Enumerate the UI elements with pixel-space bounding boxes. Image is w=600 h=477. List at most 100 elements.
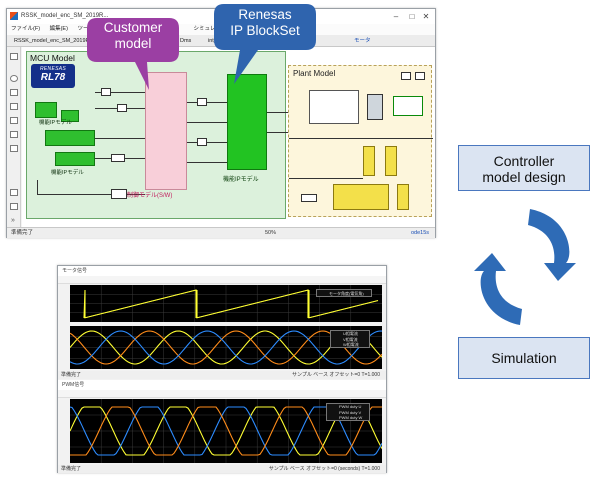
mcu-model-title: MCU Model — [30, 53, 75, 63]
gain-block[interactable] — [197, 98, 207, 106]
controller-box-line-2: model design — [482, 169, 566, 185]
gain-block[interactable] — [301, 194, 317, 202]
arrow-icon[interactable] — [10, 103, 18, 110]
signal-line — [95, 92, 145, 93]
signal-line — [37, 194, 145, 195]
image-icon[interactable] — [10, 131, 18, 138]
renesas-ip-blockset-block[interactable] — [227, 74, 267, 170]
signal-line — [95, 138, 145, 139]
maximize-icon[interactable]: □ — [409, 12, 415, 21]
area-icon[interactable] — [10, 145, 18, 152]
gain-block[interactable] — [117, 104, 127, 112]
motor-block[interactable] — [367, 94, 383, 120]
signal-line — [289, 178, 363, 179]
pwm-duty-trace — [70, 406, 382, 456]
status-bar: 準備完了 50% ode15s — [7, 227, 435, 238]
signal-line — [187, 142, 227, 143]
hide-browser-icon[interactable] — [10, 53, 18, 60]
minimize-icon[interactable]: – — [393, 12, 399, 21]
matlab-app-icon — [10, 12, 18, 20]
expand-chevron-icon[interactable]: » — [11, 217, 15, 224]
customer-model-callout: Customer model — [87, 14, 179, 90]
window-title: RSSK_model_enc_SM_2019R... — [21, 13, 109, 19]
signal-line — [187, 122, 227, 123]
pwm-duty-trace — [69, 406, 383, 456]
scope-toolbar[interactable] — [58, 276, 386, 284]
iteration-cycle-arrows — [474, 209, 576, 325]
renesas-callout-line-1: Renesas — [238, 7, 292, 22]
plot-svg — [70, 285, 382, 322]
measurement-block[interactable] — [397, 184, 409, 210]
customer-callout-line-2: model — [114, 36, 152, 51]
gain-block[interactable] — [111, 189, 127, 199]
callout-shape — [87, 18, 179, 90]
port-block[interactable] — [415, 72, 425, 80]
phase-current-plot[interactable]: U相電流 V相電流 W相電流 — [69, 326, 383, 369]
fit-view-icon[interactable] — [10, 89, 18, 96]
renesas-rl78-logo: RENESAS RL78 — [31, 64, 75, 88]
signal-line — [37, 180, 38, 194]
camera-icon[interactable] — [10, 189, 18, 196]
close-icon[interactable]: ✕ — [422, 12, 430, 21]
motor-angle-trace — [83, 289, 379, 319]
cycle-arrow-left — [474, 253, 522, 325]
mcu-model-area: MCU Model RENESAS RL78 機能IPモデル 機能IPモデル — [26, 51, 297, 219]
zoom-level: 50% — [265, 230, 277, 236]
scope-toolbar[interactable] — [58, 390, 386, 398]
simulation-box-label: Simulation — [491, 350, 557, 366]
menu-file[interactable]: ファイル(F) — [11, 26, 41, 32]
scope-title: PWM信号 — [58, 380, 386, 390]
gain-block[interactable] — [197, 138, 207, 146]
model-canvas[interactable]: MCU Model RENESAS RL78 機能IPモデル 機能IPモデル — [22, 47, 435, 227]
renesas-ip-callout: Renesas IP BlockSet — [214, 2, 316, 84]
port-block[interactable] — [401, 72, 411, 80]
customer-callout-line-1: Customer — [103, 20, 163, 35]
plant-model-area: Plant Model — [288, 65, 433, 217]
gain-block[interactable] — [101, 88, 111, 96]
left-toolbar: » — [7, 47, 21, 227]
renesas-callout-line-2: IP BlockSet — [230, 23, 300, 38]
signal-line — [187, 162, 227, 163]
control-model-label: 制御モデル(S/W) — [127, 193, 173, 199]
converter-block[interactable] — [363, 146, 375, 176]
measurement-block[interactable] — [333, 184, 389, 210]
menu-edit[interactable]: 編集(E) — [49, 26, 68, 32]
scope-status: 準備完了 サンプル ベース オフセット=0 (seconds) T=1.000 — [58, 465, 386, 473]
simulation-box: Simulation — [458, 337, 590, 379]
ip-block[interactable] — [55, 152, 95, 166]
motor-angle-plot[interactable]: モータ角度(電気角) — [70, 285, 382, 322]
ip-model-label: 機能IPモデル — [39, 120, 72, 126]
menu-tools[interactable]: ツール — [77, 26, 94, 32]
signal-line — [267, 132, 297, 133]
gain-block[interactable] — [111, 154, 125, 162]
control-model-block[interactable] — [145, 72, 187, 190]
scope-title: モータ信号 — [58, 266, 386, 276]
ip-block[interactable] — [45, 130, 95, 146]
signal-line — [267, 112, 297, 113]
status-text: 準備完了 — [11, 230, 34, 236]
phase-current-trace — [69, 330, 383, 365]
tab-dms[interactable]: Dms — [180, 38, 192, 44]
plot-legend: PWM duty U PWM duty V PWM duty W — [326, 403, 370, 421]
sensor-block[interactable] — [393, 96, 423, 116]
plant-model-title: Plant Model — [293, 69, 336, 78]
pwm-duty-plot[interactable]: PWM duty U PWM duty V PWM duty W — [69, 399, 383, 463]
inverter-bridge[interactable] — [309, 90, 359, 124]
scope-window: モータ信号 モータ角度(電気角) U相電流 V相電流 W相電流 準備完了 サンプ… — [57, 265, 387, 473]
plot-legend: U相電流 V相電流 W相電流 — [330, 330, 370, 348]
properties-icon[interactable] — [10, 203, 18, 210]
tab-main-model[interactable]: RSSK_model_enc_SM_2019R — [14, 38, 90, 44]
plot-legend: モータ角度(電気角) — [316, 289, 372, 297]
ip-block[interactable] — [61, 110, 79, 122]
callout-shape — [214, 4, 316, 84]
zoom-icon[interactable] — [10, 75, 18, 82]
ip-model-label: 機能IPモデル — [223, 177, 259, 183]
annotation-icon[interactable] — [10, 117, 18, 124]
ip-block[interactable] — [35, 102, 57, 118]
scope-status: 準備完了 サンプル ベース オフセット=0 T=1.000 — [58, 371, 386, 379]
controller-box-line-1: Controller — [493, 153, 555, 169]
signal-line — [289, 138, 433, 139]
solver-name[interactable]: ode15s — [410, 230, 429, 236]
cycle-arrow-right — [528, 209, 576, 281]
converter-block[interactable] — [385, 146, 397, 176]
